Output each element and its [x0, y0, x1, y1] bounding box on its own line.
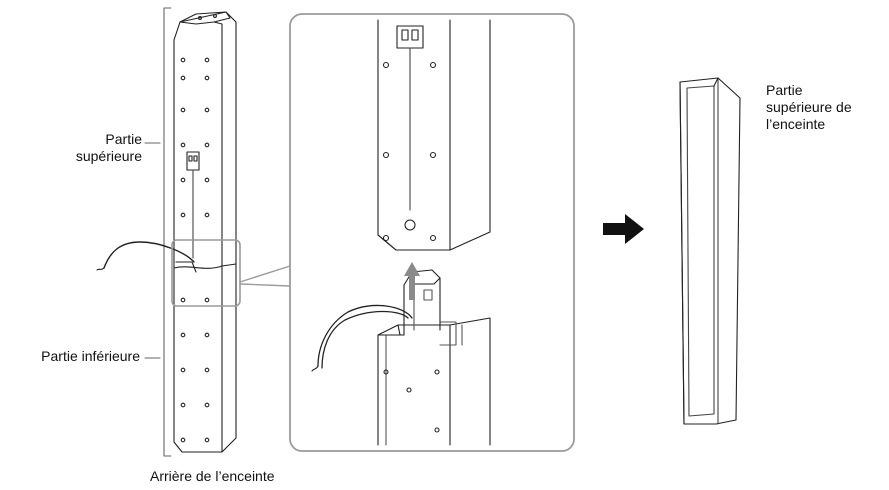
speaker-cable	[103, 241, 195, 269]
height-bracket	[163, 7, 172, 457]
label-speaker-top-line2: supérieure de	[766, 99, 852, 115]
lower-section-detail	[311, 269, 491, 446]
label-speaker-top-line3: l’enceinte	[766, 116, 826, 132]
label-upper-part: Partie supérieure	[40, 131, 142, 165]
joint-line	[173, 263, 237, 269]
label-upper-part-line1: Partie	[105, 131, 142, 147]
label-speaker-top-line1: Partie	[766, 82, 803, 98]
zoom-region	[171, 239, 241, 307]
label-lower-part: Partie inférieure	[41, 348, 140, 364]
speaker-full-back-view	[96, 7, 241, 457]
detail-zoom-panel	[289, 13, 575, 452]
front-grille	[686, 85, 715, 417]
detail-cable	[321, 310, 409, 369]
label-upper-part-line2: supérieure	[75, 148, 142, 164]
upper-section-detail	[377, 19, 491, 251]
zoom-connector-bottom	[239, 283, 291, 287]
assembled-speaker-front	[679, 77, 741, 425]
speaker-top-cap	[179, 11, 231, 25]
arrow-right-icon	[603, 214, 644, 244]
arrow-up-icon	[404, 262, 420, 300]
label-speaker-top: Partie supérieure de l’enceinte	[766, 82, 852, 133]
label-speaker-back: Arrière de l’enceinte	[150, 468, 275, 484]
zoom-connector-top	[239, 265, 291, 283]
detail-frame	[289, 13, 575, 452]
body-holes	[180, 57, 210, 443]
